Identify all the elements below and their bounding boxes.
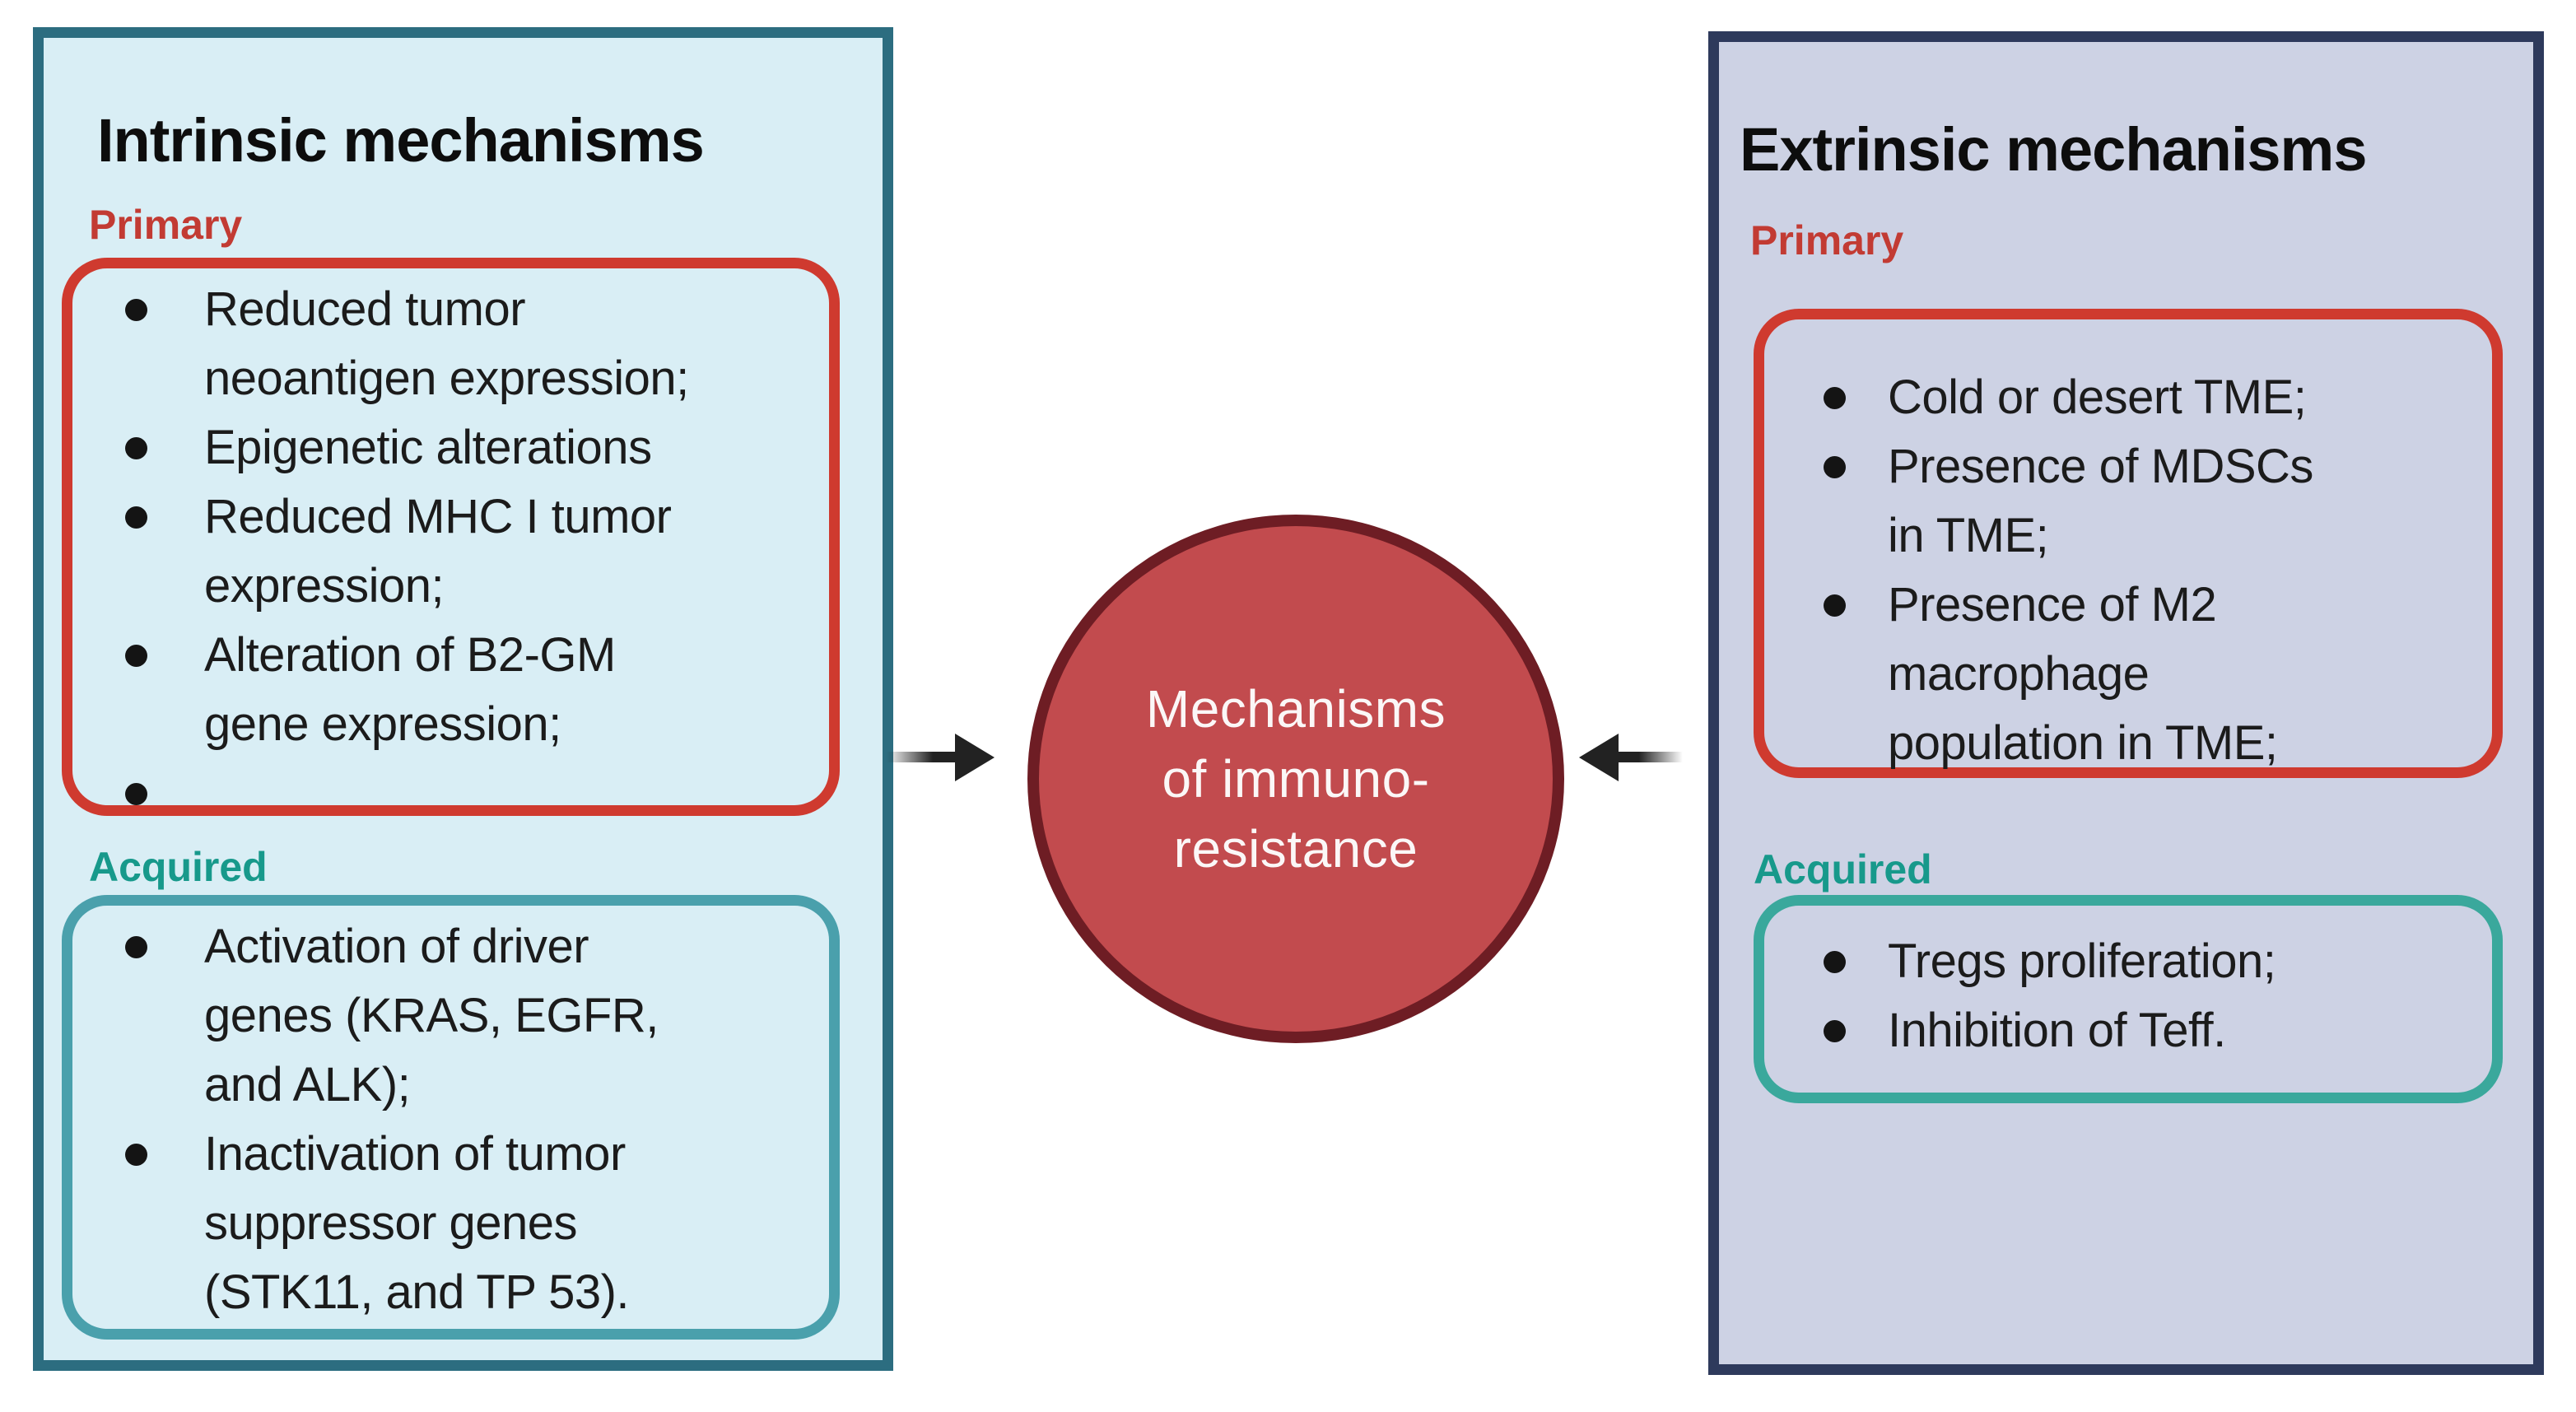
mechanisms-circle: Mechanisms of immuno- resistance [1027, 515, 1564, 1043]
intrinsic-primary-box: Reduced tumor neoantigen expression;Epig… [62, 258, 840, 816]
arrow-left-shaft [1615, 752, 1683, 762]
extrinsic-acquired-label: Acquired [1754, 846, 1932, 892]
list-item [72, 759, 813, 828]
arrow-right-head [955, 734, 995, 781]
circle-text-line: resistance [1173, 818, 1418, 878]
intrinsic-primary-list: Reduced tumor neoantigen expression;Epig… [72, 268, 829, 828]
circle-text-line: Mechanisms [1145, 678, 1446, 739]
list-item: Alteration of B2-GM gene expression; [72, 621, 813, 759]
list-item: Epigenetic alterations [72, 413, 813, 482]
list-item: Presence of M2 macrophage population in … [1764, 571, 2476, 778]
intrinsic-acquired-label: Acquired [89, 844, 268, 890]
extrinsic-panel: Extrinsic mechanisms Primary Cold or des… [1708, 31, 2544, 1375]
list-item: Tregs proliferation; [1764, 927, 2476, 996]
extrinsic-panel-title: Extrinsic mechanisms [1740, 115, 2367, 184]
intrinsic-acquired-box: Activation of driver genes (KRAS, EGFR, … [62, 895, 840, 1340]
circle-text-line: of immuno- [1162, 748, 1430, 809]
intrinsic-primary-label: Primary [89, 202, 243, 248]
list-item: Activation of driver genes (KRAS, EGFR, … [72, 912, 813, 1120]
arrow-left-head [1579, 734, 1619, 781]
list-item: Cold or desert TME; [1764, 363, 2476, 432]
intrinsic-panel-title: Intrinsic mechanisms [97, 106, 705, 175]
arrow-right-shaft [886, 752, 958, 762]
extrinsic-acquired-list: Tregs proliferation;Inhibition of Teff. [1764, 920, 2492, 1065]
list-item: Inactivation of tumor suppressor genes (… [72, 1120, 813, 1327]
intrinsic-acquired-list: Activation of driver genes (KRAS, EGFR, … [72, 906, 829, 1327]
extrinsic-primary-box: Cold or desert TME;Presence of MDSCs in … [1754, 309, 2503, 778]
extrinsic-primary-list: Cold or desert TME;Presence of MDSCs in … [1764, 356, 2492, 778]
list-item: Presence of MDSCs in TME; [1764, 432, 2476, 571]
list-item: Inhibition of Teff. [1764, 996, 2476, 1065]
extrinsic-acquired-box: Tregs proliferation;Inhibition of Teff. [1754, 895, 2503, 1103]
list-item: Reduced tumor neoantigen expression; [72, 275, 813, 413]
extrinsic-primary-label: Primary [1750, 217, 1904, 263]
intrinsic-panel: Intrinsic mechanisms Primary Reduced tum… [33, 27, 893, 1371]
list-item: Reduced MHC I tumor expression; [72, 482, 813, 621]
